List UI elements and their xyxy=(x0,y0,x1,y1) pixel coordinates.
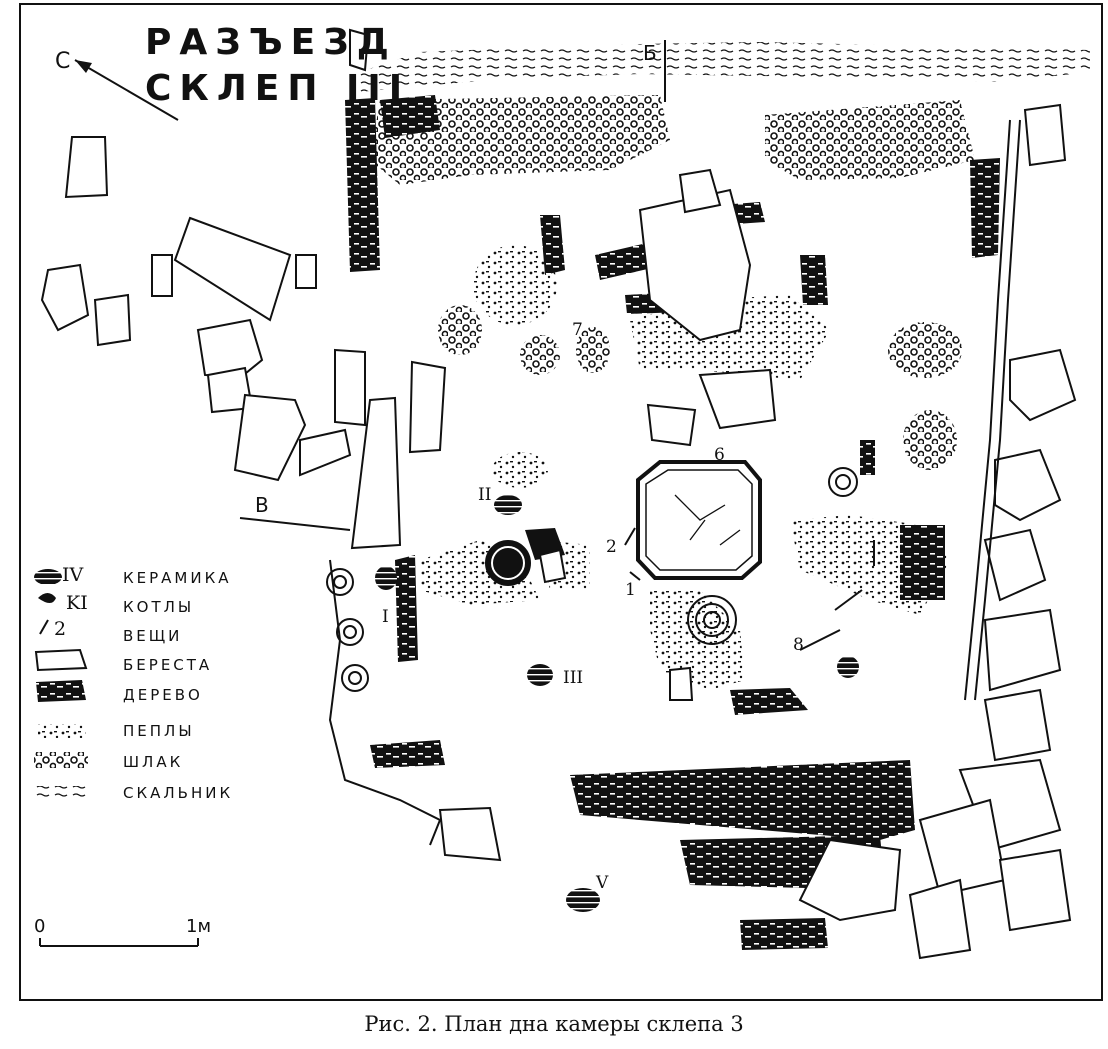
birch-bark-icon xyxy=(34,648,88,672)
item-marks xyxy=(624,527,875,651)
legend-symbols xyxy=(34,569,88,798)
label-2: 2 xyxy=(606,537,617,557)
label-6: 6 xyxy=(714,445,725,465)
legend-mark-items: 2 xyxy=(54,618,67,640)
legend-label-cauldrons: КОТЛЫ xyxy=(123,598,195,616)
label-1: 1 xyxy=(625,580,636,600)
items-icon xyxy=(39,619,49,635)
stones-birch-bark xyxy=(40,28,1077,960)
cauldron-icon xyxy=(38,593,56,603)
label-I: I xyxy=(382,607,389,627)
rock-icon xyxy=(34,786,88,798)
legend-label-wood: ДЕРЕВО xyxy=(123,686,203,704)
ceramics-icon xyxy=(34,569,62,585)
ash-icon xyxy=(38,724,86,738)
svg-text:1м: 1м xyxy=(186,916,211,937)
east-wall xyxy=(964,119,1021,701)
legend-label-slag: ШЛАК xyxy=(123,753,184,771)
title-line-1: РАЗЪЕЗД xyxy=(145,22,397,63)
hearth-slab xyxy=(636,460,762,580)
label-8: 8 xyxy=(793,635,804,655)
legend-label-rock: СКАЛЬНИК xyxy=(123,784,234,802)
label-II: II xyxy=(478,485,491,505)
legend-mark-cauldrons: KI xyxy=(66,592,88,614)
ceramics-finds xyxy=(375,495,859,912)
spiral-vessels xyxy=(326,467,858,692)
legend-mark-ceramics: IV xyxy=(62,564,84,586)
legend-label-ash: ПЕПЛЫ xyxy=(123,722,195,740)
svg-text:0: 0 xyxy=(34,916,45,937)
cauldrons xyxy=(485,528,567,586)
wood-icon xyxy=(36,680,86,702)
scale-bar: 0 1м xyxy=(34,916,211,947)
slag-icon xyxy=(34,752,88,768)
west-rock-edge xyxy=(328,559,442,846)
svg-text:В: В xyxy=(255,493,269,517)
legend-label-ceramics: КЕРАМИКА xyxy=(123,569,232,587)
section-b-marker: Б xyxy=(643,40,666,102)
legend-label-items: ВЕЩИ xyxy=(123,627,183,645)
svg-text:Б: Б xyxy=(643,41,657,65)
figure-caption: Рис. 2. План дна камеры склепа 3 xyxy=(364,1012,744,1036)
section-v-marker: В xyxy=(239,493,351,531)
north-arrow: С xyxy=(55,49,179,121)
label-7: 7 xyxy=(572,320,583,340)
title-line-2: СКЛЕП III xyxy=(145,68,411,109)
figure-frame xyxy=(19,3,1103,1001)
label-III: III xyxy=(563,668,583,688)
top-rock-band xyxy=(360,42,1090,92)
north-label: С xyxy=(55,49,70,74)
legend-label-birch-bark: БЕРЕСТА xyxy=(123,656,213,674)
slag-deposits xyxy=(370,95,975,470)
label-V: V xyxy=(595,873,609,893)
